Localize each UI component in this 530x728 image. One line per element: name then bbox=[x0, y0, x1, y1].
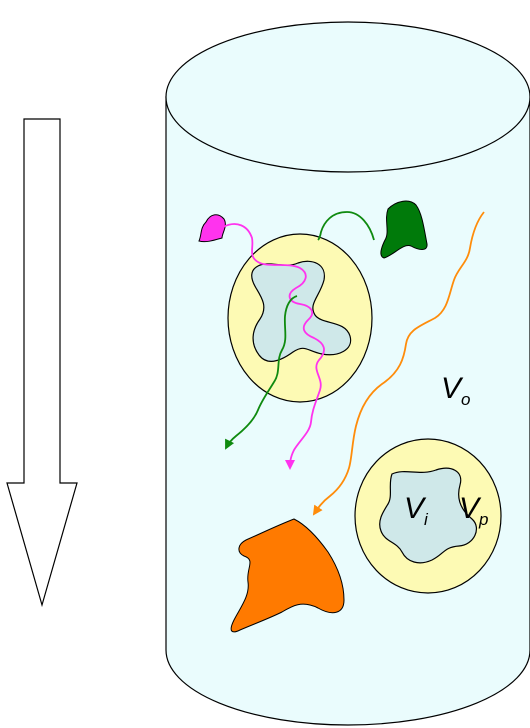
column-top bbox=[166, 22, 530, 172]
column-body bbox=[166, 97, 530, 725]
flow-direction-arrow bbox=[7, 119, 77, 605]
